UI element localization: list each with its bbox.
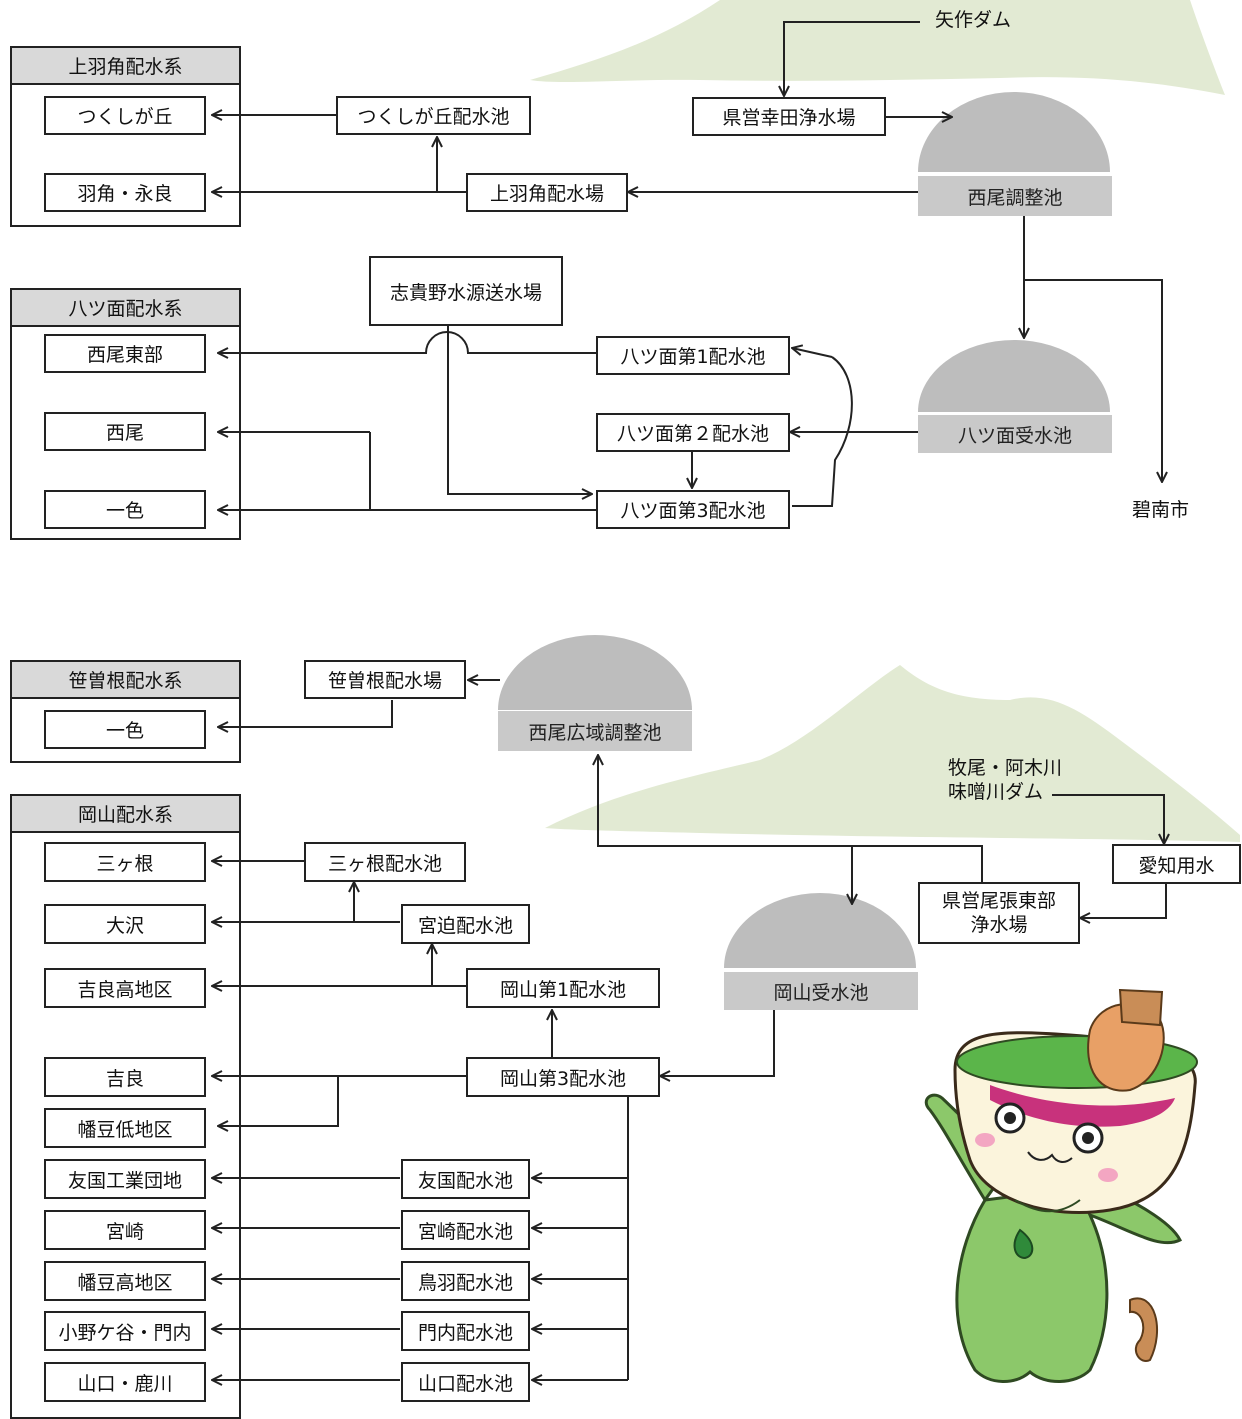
mascot-cork-top bbox=[1118, 988, 1164, 1027]
area-tsukushigaoka: つくしが丘 bbox=[44, 96, 206, 135]
owari-east-plant: 県営尾張東部 浄水場 bbox=[918, 882, 1080, 944]
area-yamaguchi-shikagawa: 山口・鹿川 bbox=[44, 1362, 206, 1402]
area-nishio-east: 西尾東部 bbox=[44, 334, 206, 373]
yatsu-receiving-dome bbox=[918, 340, 1110, 412]
area-miyazaki: 宮崎 bbox=[44, 1210, 206, 1250]
area-kira: 吉良 bbox=[44, 1057, 206, 1097]
sasosone-station: 笹曽根配水場 bbox=[304, 660, 466, 699]
area-onogaya-monnai: 小野ケ谷・門内 bbox=[44, 1311, 206, 1351]
area-nishio: 西尾 bbox=[44, 412, 206, 451]
kouda-plant: 県営幸田浄水場 bbox=[692, 97, 886, 136]
area-kira-highland: 吉良高地区 bbox=[44, 968, 206, 1008]
nishio-wide-tank-dome bbox=[498, 635, 692, 710]
okayama-receiving-label: 岡山受水池 bbox=[724, 972, 918, 1010]
area-hazu-highland: 幡豆高地区 bbox=[44, 1261, 206, 1301]
shikino-station: 志貴野水源送水場 bbox=[369, 256, 563, 326]
flow-lines bbox=[212, 21, 1166, 1380]
sangane-pool: 三ヶ根配水池 bbox=[304, 842, 466, 882]
tomokuni-pool: 友国配水池 bbox=[401, 1159, 530, 1199]
mascot-mouth bbox=[1027, 1151, 1073, 1163]
nishio-tank-dome bbox=[918, 92, 1110, 172]
area-isshiki-sasosone: 一色 bbox=[44, 710, 206, 749]
kamihazumi-station: 上羽角配水場 bbox=[466, 173, 628, 212]
toba-pool: 鳥羽配水池 bbox=[401, 1261, 530, 1301]
miyasako-pool: 宮迫配水池 bbox=[401, 904, 530, 944]
yatsuomote-receiving-label: 八ツ面受水池 bbox=[918, 415, 1112, 453]
hekinan-city-label: 碧南市 bbox=[1132, 499, 1190, 521]
monnai-pool: 門内配水池 bbox=[401, 1311, 530, 1351]
okayama-system-title: 岡山配水系 bbox=[10, 794, 241, 833]
mascot-tail bbox=[1129, 1297, 1158, 1362]
yamaguchi-pool: 山口配水池 bbox=[401, 1362, 530, 1402]
mountain-top bbox=[530, 0, 1225, 95]
area-hazu-lowland: 幡豆低地区 bbox=[44, 1108, 206, 1148]
yatsuomote-pool-2: 八ツ面第２配水池 bbox=[596, 413, 790, 452]
aichi-water-box: 愛知用水 bbox=[1112, 844, 1241, 884]
area-isshiki: 一色 bbox=[44, 490, 206, 529]
nishio-wide-tank-label: 西尾広域調整池 bbox=[498, 711, 692, 751]
yatsuomote-pool-1: 八ツ面第1配水池 bbox=[596, 336, 790, 375]
area-tomokuni-industrial: 友国工業団地 bbox=[44, 1159, 206, 1199]
kamihazumi-system-title: 上羽角配水系 bbox=[10, 46, 241, 85]
okayama-receiving-dome bbox=[724, 893, 916, 968]
area-osawa: 大沢 bbox=[44, 904, 206, 944]
nishio-tank-label: 西尾調整池 bbox=[918, 176, 1112, 216]
sasosone-system-title: 笹曽根配水系 bbox=[10, 660, 241, 699]
mascot-hair bbox=[990, 1085, 1175, 1127]
makio-agigawa-label: 牧尾・阿木川 味噌川ダム bbox=[948, 757, 1063, 803]
yahagi-dam-label: 矢作ダム bbox=[935, 9, 1012, 31]
mascot-pendant bbox=[1014, 1199, 1081, 1213]
okayama-pool-3: 岡山第3配水池 bbox=[466, 1057, 660, 1097]
miyazaki-pool: 宮崎配水池 bbox=[401, 1210, 530, 1250]
yatsuomote-pool-3: 八ツ面第3配水池 bbox=[596, 490, 790, 529]
yatsuomote-system-title: 八ツ面配水系 bbox=[10, 288, 241, 327]
okayama-pool-1: 岡山第1配水池 bbox=[466, 968, 660, 1008]
area-sangane: 三ヶ根 bbox=[44, 842, 206, 882]
mascot-body bbox=[955, 1183, 1183, 1383]
tsukushigaoka-pool: つくしが丘配水池 bbox=[336, 96, 531, 135]
mascot-illustration bbox=[924, 988, 1198, 1383]
mountain-bottom bbox=[545, 665, 1240, 842]
area-hazumi-nagara: 羽角・永良 bbox=[44, 173, 206, 212]
